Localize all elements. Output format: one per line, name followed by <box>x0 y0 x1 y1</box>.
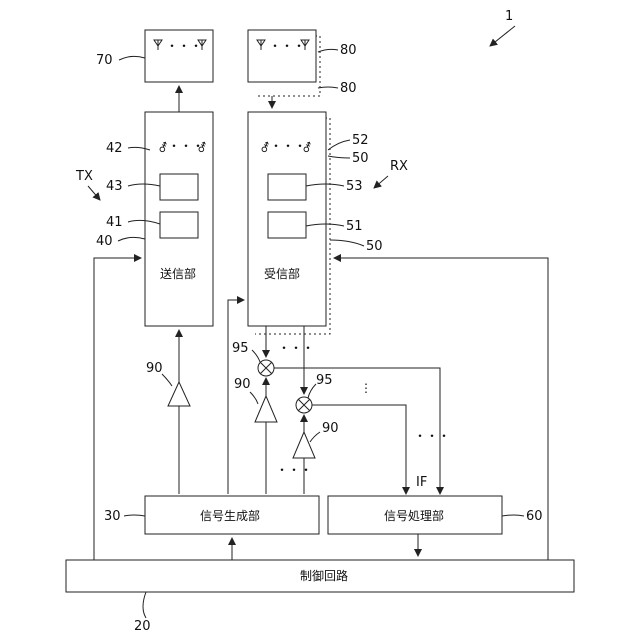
ref-51: 51 <box>346 219 363 234</box>
leader-95-a <box>252 350 260 362</box>
signal-generator-block: 信号生成部 <box>145 496 319 534</box>
ref-90-a: 90 <box>146 361 163 376</box>
ref-80-bottom: 80 <box>340 81 357 96</box>
leader-20 <box>143 592 146 618</box>
amplifier-rx-2 <box>293 432 315 458</box>
leader-30 <box>124 515 145 516</box>
antenna-ellipsis: ・・・ <box>269 39 305 53</box>
ref-95-a: 95 <box>232 341 249 356</box>
rx-label: RX <box>390 159 408 174</box>
ref-95-b: 95 <box>316 373 333 388</box>
mixer-1 <box>258 360 274 376</box>
ref-40: 40 <box>96 234 113 249</box>
tx-arrow <box>88 186 100 200</box>
receiver-label: 受信部 <box>264 266 300 281</box>
transmitter-block: ⚦ ・・・ ⚦ 送信部 <box>145 112 213 326</box>
ref-50-bottom: 50 <box>366 239 383 254</box>
ref-43: 43 <box>106 179 123 194</box>
ref-30: 30 <box>104 509 121 524</box>
leader-52 <box>328 140 350 150</box>
phase-ellipsis: ・・・ <box>270 139 306 153</box>
leader-60 <box>502 515 524 516</box>
tx-antenna-block: ・・・ <box>145 30 213 82</box>
if-ellipsis: ・・・ <box>414 429 450 443</box>
leader-50-top <box>328 156 350 158</box>
ref-90-b: 90 <box>234 377 251 392</box>
leader-80-top <box>318 49 338 52</box>
tx-label: TX <box>75 169 93 184</box>
antenna-ellipsis: ・・・ <box>166 39 202 53</box>
figure-number: 1 <box>505 9 513 24</box>
ref-52: 52 <box>352 133 369 148</box>
phase-shifter-icon: ⚦ <box>158 141 168 155</box>
leader-40 <box>118 237 145 241</box>
rx-antenna-block: ・・・ <box>248 30 320 96</box>
control-circuit-label: 制御回路 <box>300 568 348 583</box>
ref-60: 60 <box>526 509 543 524</box>
vertical-ellipsis: ⋮ <box>360 381 372 395</box>
signal-generator-label: 信号生成部 <box>200 508 260 523</box>
leader-80-bottom <box>318 87 338 88</box>
leader-90-b <box>250 392 258 404</box>
leader-70 <box>119 56 145 60</box>
ref-53: 53 <box>346 179 363 194</box>
amplifier-rx-1 <box>255 396 277 422</box>
signal-processor-label: 信号処理部 <box>384 508 444 523</box>
control-circuit-block: 制御回路 <box>66 560 574 592</box>
ref-90-c: 90 <box>322 421 339 436</box>
if-label: IF <box>416 475 427 490</box>
tx-block-43 <box>160 174 198 200</box>
receiver-block: ⚦ ・・・ ⚦ 受信部 <box>248 112 330 334</box>
signal-processor-block: 信号処理部 <box>328 496 502 534</box>
leader-90-c <box>310 432 320 442</box>
figure-arrow <box>490 26 515 46</box>
rx-ellipsis: ・・・ <box>278 341 314 355</box>
mixer-2 <box>296 397 312 413</box>
rx-block-53 <box>268 174 306 200</box>
leader-95-b <box>308 384 316 398</box>
amp-ellipsis: ・・・ <box>276 463 312 477</box>
ref-50-top: 50 <box>352 151 369 166</box>
phase-shifter-icon: ⚦ <box>302 141 312 155</box>
ref-70: 70 <box>96 53 113 68</box>
leader-90-a <box>162 374 172 386</box>
tx-block-41 <box>160 212 198 238</box>
if-line-2 <box>312 405 406 494</box>
leader-50-bottom <box>330 240 364 246</box>
phase-shifter-icon: ⚦ <box>260 141 270 155</box>
ref-80-top: 80 <box>340 43 357 58</box>
gen-to-rx <box>228 300 244 494</box>
ref-41: 41 <box>106 215 123 230</box>
ref-42: 42 <box>106 141 123 156</box>
phase-shifter-icon: ⚦ <box>197 141 207 155</box>
ref-20: 20 <box>134 619 151 634</box>
transmitter-label: 送信部 <box>160 266 196 281</box>
rx-block-51 <box>268 212 306 238</box>
rx-arrow <box>374 176 388 188</box>
